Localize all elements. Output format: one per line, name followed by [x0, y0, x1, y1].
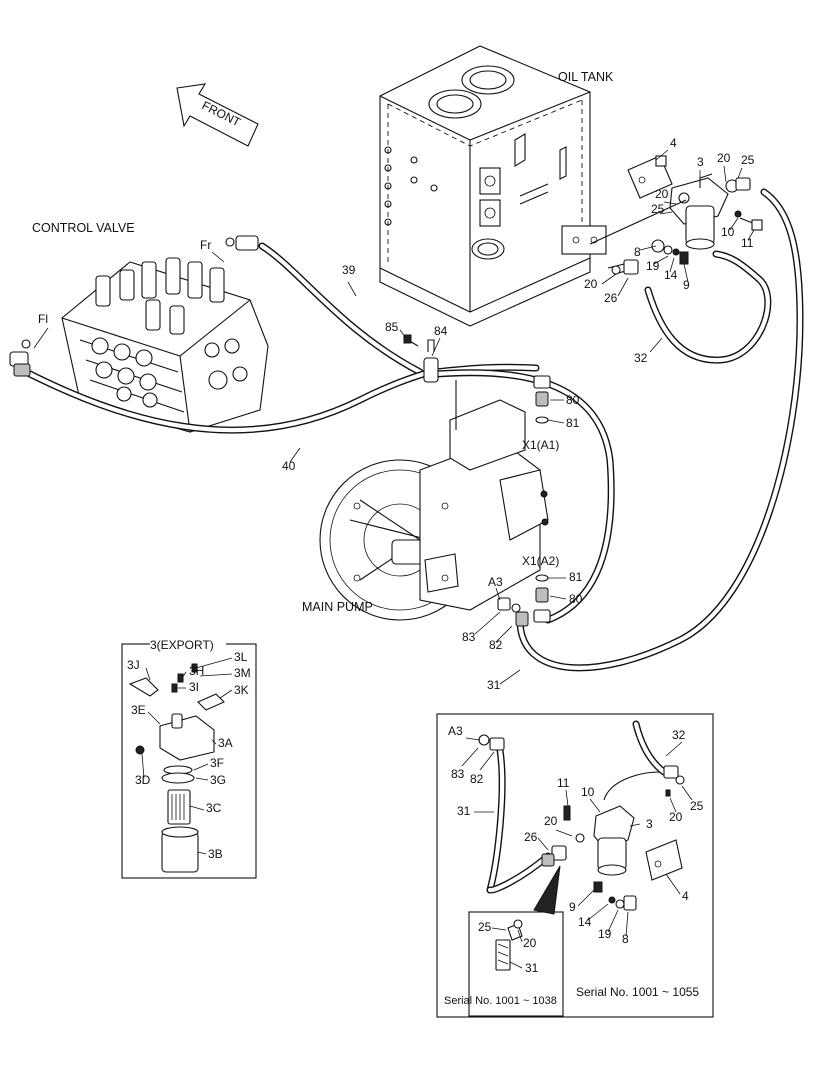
- export-3b: 3B: [208, 847, 223, 861]
- callout-4: 4: [670, 136, 677, 150]
- callout-25-a: 25: [741, 153, 755, 167]
- export-3k: 3K: [234, 683, 249, 697]
- export-3m: 3M: [234, 666, 251, 680]
- export-3g: 3G: [210, 773, 226, 787]
- serial-main-label: Serial No. 1001 ~ 1055: [576, 985, 699, 999]
- oil-tank: OIL TANK: [379, 45, 614, 327]
- export-3l: 3L: [234, 650, 248, 664]
- detail-20-b: 20: [544, 814, 558, 828]
- callout-81-b: 81: [569, 570, 583, 584]
- callout-39: 39: [342, 263, 356, 277]
- export-3i: 3I: [189, 680, 199, 694]
- fr-label: Fr: [200, 238, 211, 252]
- control-valve-label: CONTROL VALVE: [32, 221, 135, 235]
- detail-31: 31: [457, 804, 471, 818]
- callout-3: 3: [697, 155, 704, 169]
- export-box: 3(EXPORT) 3J 3H 3L 3M 3I 3K 3E 3A 3D 3F …: [121, 638, 257, 879]
- callout-25-b: 25: [651, 202, 665, 216]
- main-pump: MAIN PUMP: [302, 380, 549, 621]
- detail-box: A3 83 82 32 25 20 11 10 3 20 26 31 4 9 1…: [436, 713, 714, 1018]
- detail-4: 4: [682, 889, 689, 903]
- inset-20: 20: [523, 936, 537, 950]
- inset-25: 25: [478, 920, 492, 934]
- callout-82: 82: [489, 638, 503, 652]
- callout-83: 83: [462, 630, 476, 644]
- callout-11: 11: [741, 236, 754, 250]
- callout-20-b: 20: [655, 187, 669, 201]
- detail-82: 82: [470, 772, 484, 786]
- callout-9: 9: [683, 278, 690, 292]
- detail-11: 11: [557, 776, 570, 790]
- control-valve: CONTROL VALVE Fr Fl: [32, 221, 269, 433]
- detail-20-a: 20: [669, 810, 683, 824]
- detail-26: 26: [524, 830, 538, 844]
- detail-14: 14: [578, 915, 592, 929]
- callout-x1a1: X1(A1): [522, 438, 559, 452]
- export-3e: 3E: [131, 703, 146, 717]
- export-3c: 3C: [206, 801, 222, 815]
- line-filter-assy: [589, 155, 763, 275]
- callout-81-a: 81: [566, 416, 580, 430]
- fl-label: Fl: [38, 312, 48, 326]
- detail-32: 32: [672, 728, 686, 742]
- callout-80-a: 80: [566, 393, 580, 407]
- callout-84: 84: [434, 324, 448, 338]
- callout-32: 32: [634, 351, 648, 365]
- callout-80-b: 80: [569, 592, 583, 606]
- callout-20-a: 20: [717, 151, 731, 165]
- callout-40: 40: [282, 459, 296, 473]
- callout-a3: A3: [488, 575, 503, 589]
- export-3d: 3D: [135, 773, 151, 787]
- detail-9: 9: [569, 900, 576, 914]
- detail-3: 3: [646, 817, 653, 831]
- serial-inset-label: Serial No. 1001 ~ 1038: [444, 995, 557, 1007]
- detail-a3: A3: [448, 724, 463, 738]
- detail-83: 83: [451, 767, 465, 781]
- detail-10: 10: [581, 785, 595, 799]
- detail-25: 25: [690, 799, 704, 813]
- export-3f: 3F: [210, 756, 224, 770]
- callout-10: 10: [721, 225, 735, 239]
- callout-19: 19: [646, 259, 660, 273]
- front-arrow: FRONT: [176, 83, 259, 147]
- callout-8: 8: [634, 245, 641, 259]
- export-3j: 3J: [127, 658, 140, 672]
- export-box-title: 3(EXPORT): [150, 638, 214, 652]
- callout-26: 26: [604, 291, 618, 305]
- callout-20-c: 20: [584, 277, 598, 291]
- pump-fittings: [497, 375, 551, 627]
- export-3h: 3H: [189, 664, 204, 678]
- main-callouts: 4 3 20 25 20 25 10 11 8 19 14 9 20 26 32…: [282, 136, 755, 692]
- oil-tank-label: OIL TANK: [558, 70, 614, 84]
- detail-8: 8: [622, 932, 629, 946]
- inset-31: 31: [525, 961, 539, 975]
- main-pump-label: MAIN PUMP: [302, 600, 373, 614]
- callout-85: 85: [385, 320, 399, 334]
- callout-x1a2: X1(A2): [522, 554, 559, 568]
- export-3a: 3A: [218, 736, 233, 750]
- valve-fittings: [9, 235, 259, 377]
- callout-31: 31: [487, 678, 501, 692]
- callout-14: 14: [664, 268, 678, 282]
- hoses: [18, 188, 804, 672]
